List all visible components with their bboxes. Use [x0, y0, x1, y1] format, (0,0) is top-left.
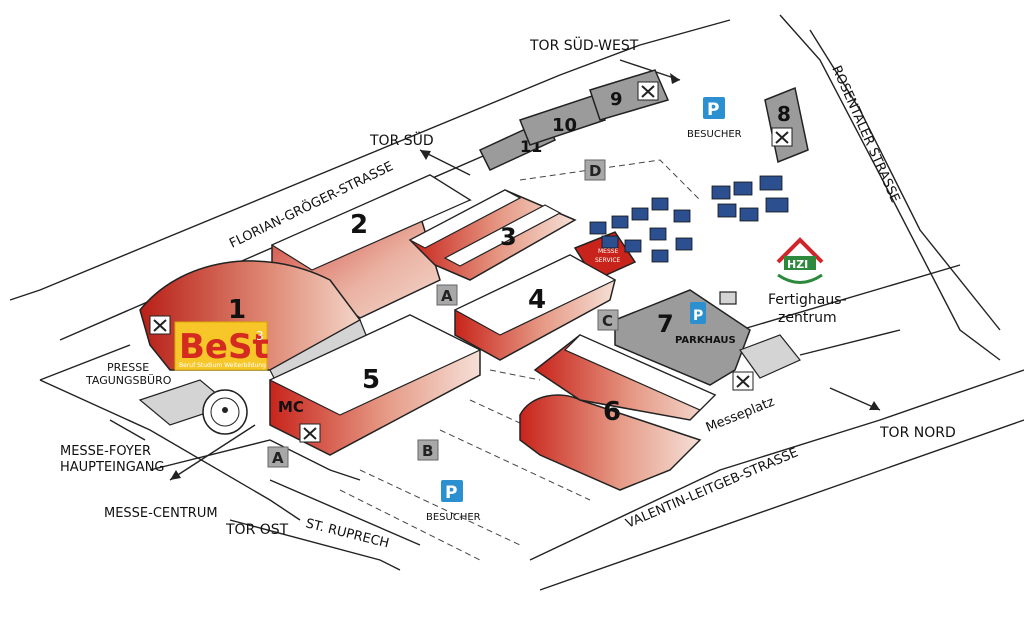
hall-9-label: 9	[610, 89, 623, 110]
messe-centrum-rotunda[interactable]	[138, 379, 248, 435]
restaurant-icon	[637, 81, 659, 101]
parking-icon-label: P	[693, 308, 703, 324]
centrum-label: MESSE-CENTRUM	[104, 506, 218, 521]
restaurant-icon	[299, 423, 321, 443]
foyer-label-2: HAUPTEINGANG	[60, 460, 165, 475]
mc-label: MC	[278, 398, 304, 416]
best-logo: BeSt 3 Beruf Studium Weiterbildung	[174, 321, 269, 371]
parkhaus-label: PARKHAUS	[675, 335, 736, 346]
show-houses	[589, 175, 789, 305]
entrance-b[interactable]: B	[417, 439, 439, 461]
hall-6[interactable]: 6	[519, 334, 717, 491]
hall-10-label: 10	[552, 115, 577, 136]
street-rosentaler-label: ROSENTALER STRASSE	[828, 64, 902, 206]
entrance-a-south-label: A	[272, 449, 284, 467]
presse-label-1: PRESSE	[107, 361, 149, 374]
visitor-parking-north[interactable]: P BESUCHER	[687, 97, 742, 140]
hall-4[interactable]: 4	[453, 254, 617, 361]
hall-1-label: 1	[228, 295, 246, 325]
presse-label-2: TAGUNGSBÜRO	[85, 374, 172, 387]
restaurant-icon	[732, 371, 754, 391]
gate-ost-label: TOR OST	[225, 522, 289, 538]
gate-arrows	[169, 59, 881, 481]
messe-service-label-2: SERVICE	[595, 257, 621, 264]
entrance-a-north-label: A	[441, 287, 453, 305]
besucher-north-label: BESUCHER	[687, 129, 742, 140]
hall-5[interactable]: 5	[268, 314, 482, 456]
hall-7-label: 7	[657, 310, 674, 338]
hall-8[interactable]: 8	[764, 86, 809, 164]
entrance-b-label: B	[422, 442, 433, 460]
hall-7-parkhaus[interactable]: 7 P PARKHAUS	[614, 289, 801, 391]
restaurant-icon	[771, 127, 793, 147]
entrance-c-label: C	[602, 312, 613, 330]
hzi-logo: HZI	[776, 237, 824, 284]
street-ruprecht-label: ST. RUPRECH	[304, 516, 390, 551]
parking-south-symbol: P	[445, 483, 457, 503]
fertighaus-label-2: zentrum	[778, 310, 837, 326]
best-logo-word: BeSt	[179, 327, 269, 367]
hall-6-label: 6	[603, 397, 621, 427]
entrance-d-label: D	[589, 162, 601, 180]
hall-3[interactable]: 3	[408, 189, 577, 281]
entrance-d[interactable]: D	[584, 159, 606, 181]
parking-icon	[690, 302, 706, 324]
messeplatz-label: Messeplatz	[704, 395, 777, 436]
entrance-c[interactable]: C	[597, 309, 619, 331]
hall-4-label: 4	[528, 285, 546, 315]
entrance-a-north[interactable]: A	[436, 284, 458, 306]
foyer-label-1: MESSE-FOYER	[60, 444, 151, 459]
gate-sued-label: TOR SÜD	[369, 131, 434, 149]
hall-2-label: 2	[350, 210, 368, 240]
hall-9[interactable]: 9	[589, 69, 670, 121]
best-logo-tagline: Beruf Studium Weiterbildung	[179, 362, 266, 369]
hall-8-label: 8	[777, 102, 791, 126]
visitor-parking-south[interactable]: P BESUCHER	[426, 480, 481, 523]
hall-10[interactable]: 10	[519, 94, 606, 146]
parking-north-symbol: P	[707, 100, 719, 120]
best-logo-superscript: 3	[256, 329, 264, 343]
hzi-logo-text: HZI	[787, 258, 808, 271]
hall-5-label: 5	[362, 365, 380, 395]
besucher-south-label: BESUCHER	[426, 512, 481, 523]
fertighaus-label-1: Fertighaus-	[768, 292, 847, 308]
gate-sued-west-label: TOR SÜD-WEST	[529, 36, 639, 54]
messe-service-label-1: MESSE	[598, 248, 619, 255]
hall-3-label: 3	[500, 223, 517, 251]
restaurant-icon	[149, 315, 171, 335]
gate-nord-label: TOR NORD	[879, 425, 956, 441]
entrance-a-south[interactable]: A	[267, 446, 289, 468]
